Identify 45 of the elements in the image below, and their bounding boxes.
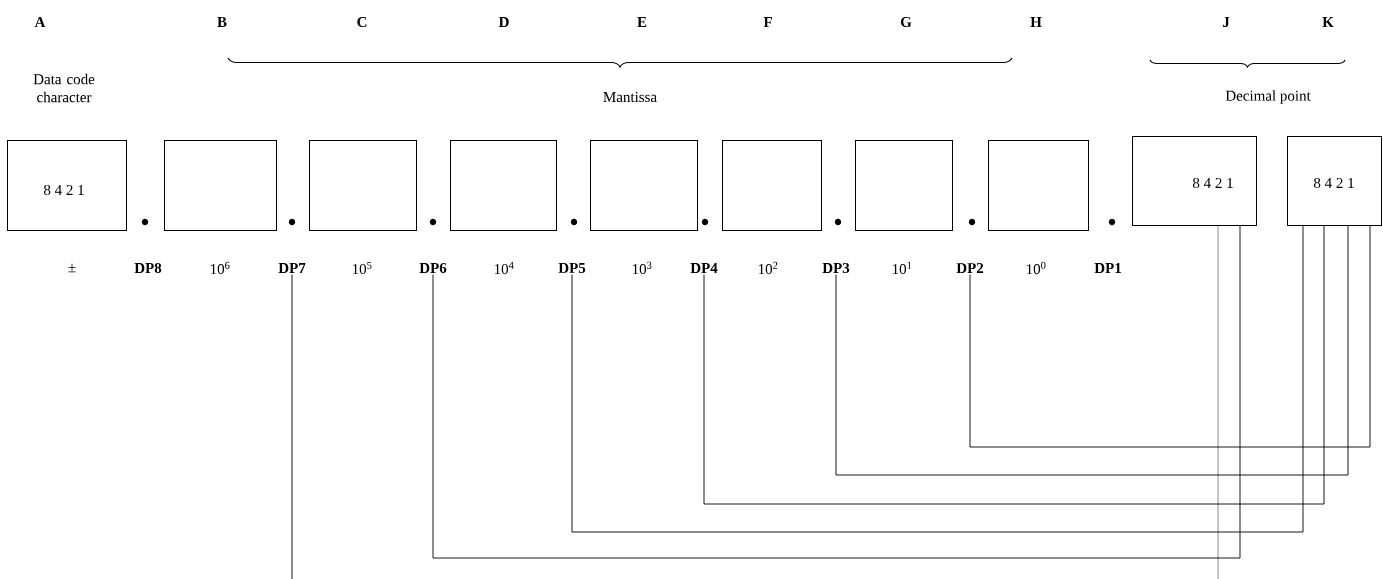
- place-value-label: 10$^{3}$: [632, 261, 652, 275]
- decimal-point-label: DP1: [1094, 263, 1121, 273]
- digit-box: Data code character 8 4 2 1: [7, 73, 127, 231]
- decimal-point-label: DP8: [134, 262, 162, 274]
- digit-box: [309, 140, 417, 231]
- digit-box: [722, 140, 822, 231]
- connector-line: [969, 224, 1371, 448]
- place-value-label: 10$^{2}$: [758, 261, 778, 275]
- column-letter: D: [498, 17, 509, 27]
- column-letter: H: [1030, 17, 1042, 27]
- column-letter: E: [637, 17, 647, 27]
- digit-box: [450, 140, 557, 231]
- connector-line: [432, 224, 1241, 559]
- digit-box: [855, 140, 953, 231]
- digit-box: 8 4 2 1: [1287, 136, 1382, 226]
- place-value-label: 10$^{1}$: [892, 261, 912, 275]
- connector-line: [703, 224, 1325, 505]
- place-value-label: 10$^{6}$: [210, 261, 230, 275]
- column-letter: G: [900, 16, 912, 28]
- column-letter: F: [763, 17, 772, 27]
- group-label: Decimal point: [1225, 90, 1311, 104]
- column-letter: J: [1222, 17, 1230, 27]
- digit-box: 8 4 2 1: [1132, 136, 1257, 226]
- place-value-label: 10$^{4}$: [494, 261, 514, 275]
- column-letter: K: [1322, 17, 1334, 27]
- decimal-point-label: DP7: [278, 263, 306, 273]
- connector-line: [291, 274, 293, 579]
- column-letter: B: [217, 17, 227, 27]
- group-label: Mantissa: [603, 91, 657, 103]
- place-value-label: 10$^{0}$: [1026, 261, 1046, 275]
- place-value-label: 10$^{5}$: [352, 261, 372, 275]
- column-letter: A: [34, 17, 46, 27]
- place-value-label: ±: [68, 263, 76, 273]
- decimal-point-label: DP2: [956, 263, 984, 273]
- decimal-point-label: DP4: [690, 263, 718, 273]
- connector-line: [571, 224, 1304, 533]
- decimal-point-label: DP5: [558, 263, 586, 273]
- connector-line: [835, 224, 1349, 476]
- decimal-point-label: DP6: [419, 262, 447, 274]
- column-letter: C: [357, 16, 367, 28]
- decimal-point-label: DP3: [822, 262, 850, 274]
- node-label: Data code character: [33, 73, 95, 103]
- digit-box: [164, 140, 277, 231]
- digit-box: [590, 140, 698, 231]
- digit-box: [988, 140, 1089, 231]
